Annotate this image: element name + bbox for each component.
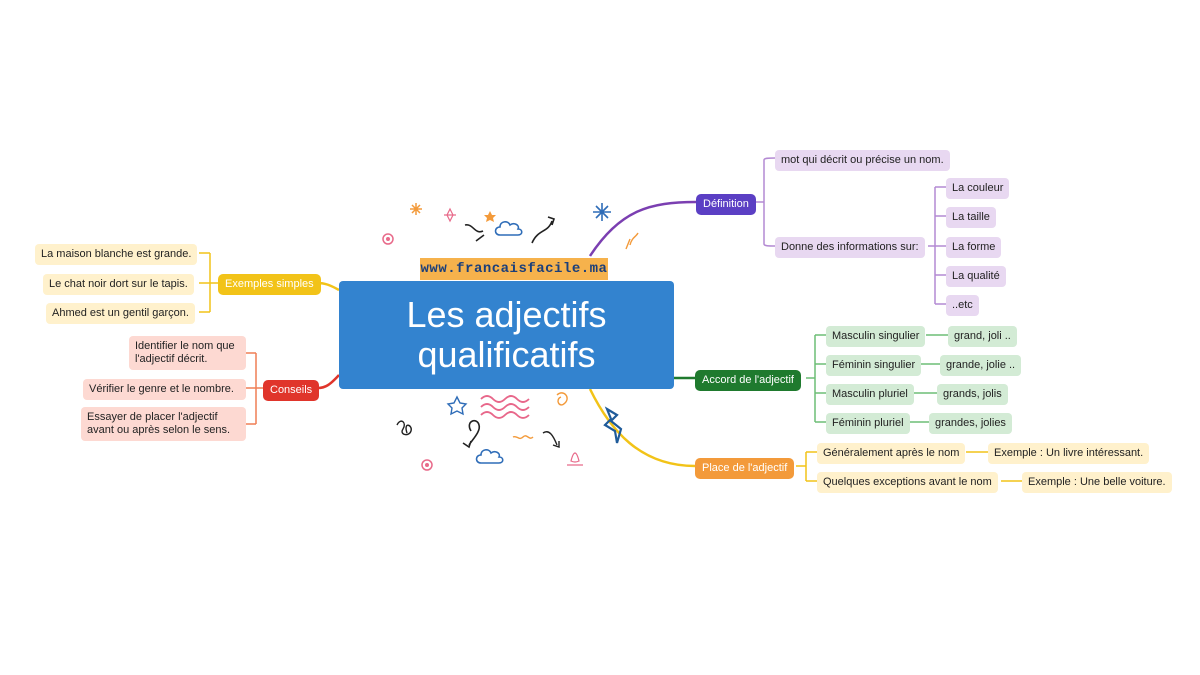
conseil-item[interactable]: Identifier le nom que l'adjectif décrit.: [129, 336, 246, 370]
arrow-curl-icon: [462, 419, 481, 449]
accord-value[interactable]: grande, jolie ..: [940, 355, 1022, 376]
accord-value[interactable]: grand, joli ..: [948, 326, 1017, 347]
asterisk-icon: [593, 203, 611, 221]
definition-subitem[interactable]: La taille: [946, 207, 996, 228]
accord-value[interactable]: grandes, jolies: [929, 413, 1012, 434]
cloud-blue-icon: [475, 449, 504, 464]
pink-flower-icon: [421, 459, 433, 471]
accord-key[interactable]: Féminin pluriel: [826, 413, 910, 434]
conseil-item[interactable]: Vérifier le genre et le nombre.: [83, 379, 246, 400]
waves-icon: [480, 395, 530, 419]
curly-arrow-icon: [531, 216, 556, 244]
squiggle-icon: [396, 420, 412, 436]
definition-subitem[interactable]: ..etc: [946, 295, 979, 316]
leaf-icon: [625, 232, 639, 250]
accord-key[interactable]: Masculin singulier: [826, 326, 926, 347]
definition-item[interactable]: mot qui décrit ou précise un nom.: [775, 150, 950, 171]
definition-item[interactable]: Donne des informations sur:: [775, 237, 925, 258]
orange-star-icon: [484, 211, 496, 222]
exemple-item[interactable]: Ahmed est un gentil garçon.: [46, 303, 195, 324]
doodles-top: [382, 203, 639, 250]
title-line1: Les adjectifs: [406, 294, 607, 335]
star-outline-icon: [446, 395, 468, 416]
conseil-item[interactable]: Essayer de placer l'adjectif avant ou ap…: [81, 407, 246, 441]
accord-key[interactable]: Masculin pluriel: [826, 384, 914, 405]
arrow-down-icon: [542, 431, 560, 448]
place-key[interactable]: Quelques exceptions avant le nom: [817, 472, 998, 493]
title-line2: qualificatifs: [417, 334, 596, 375]
place-value[interactable]: Exemple : Un livre intéressant.: [988, 443, 1150, 464]
lightning-icon: [603, 406, 623, 444]
central-topic: Les adjectifs qualificatifs: [339, 281, 674, 389]
cloud-icon: [494, 221, 523, 236]
accord-value[interactable]: grands, jolis: [937, 384, 1008, 405]
branch-exemples[interactable]: Exemples simples: [218, 274, 321, 295]
exemple-item[interactable]: La maison blanche est grande.: [35, 244, 198, 265]
doodles-bottom: [396, 392, 623, 471]
accord-key[interactable]: Féminin singulier: [826, 355, 922, 376]
star-icon: [444, 207, 456, 223]
definition-subitem[interactable]: La qualité: [946, 266, 1006, 287]
squiggle-arrow-icon: [464, 224, 485, 242]
sparkle-outline-icon: [567, 452, 583, 466]
sparkle-icon: [410, 203, 422, 215]
definition-subitem[interactable]: La forme: [946, 237, 1002, 258]
website-banner: www.francaisfacile.ma: [420, 258, 608, 280]
definition-subitem[interactable]: La couleur: [946, 178, 1010, 199]
place-key[interactable]: Généralement après le nom: [817, 443, 966, 464]
flower-icon: [382, 233, 394, 245]
branch-accord[interactable]: Accord de l'adjectif: [695, 370, 801, 391]
branch-place[interactable]: Place de l'adjectif: [695, 458, 795, 479]
swirl-icon: [556, 392, 568, 406]
branch-conseils[interactable]: Conseils: [263, 380, 320, 401]
place-value[interactable]: Exemple : Une belle voiture.: [1022, 472, 1172, 493]
exemple-item[interactable]: Le chat noir dort sur le tapis.: [43, 274, 194, 295]
branch-definition[interactable]: Définition: [696, 194, 756, 215]
orange-squiggle-icon: [512, 435, 534, 440]
